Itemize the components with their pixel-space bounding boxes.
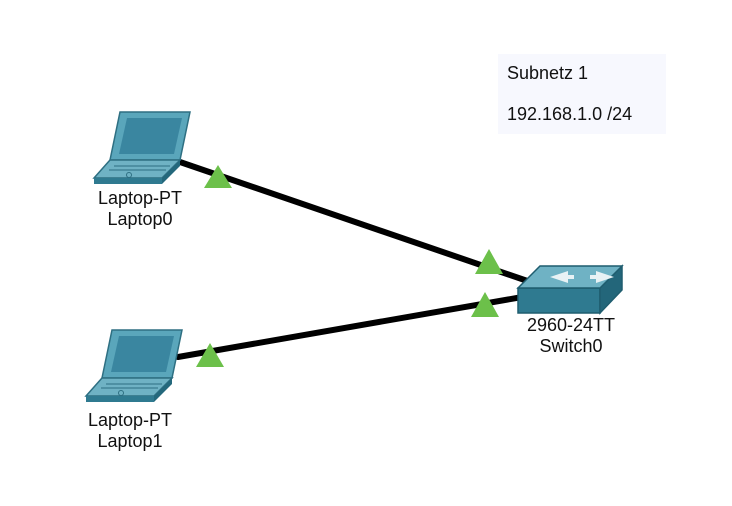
- link-up-indicator: [475, 249, 503, 274]
- link-up-indicator: [196, 343, 224, 367]
- laptop-icon[interactable]: [92, 111, 191, 184]
- subnet-note[interactable]: Subnetz 1 192.168.1.0 /24: [498, 54, 666, 134]
- cable-laptop1-switch0[interactable]: [175, 293, 531, 360]
- laptop-icon[interactable]: [84, 329, 183, 402]
- device-name: Laptop0: [107, 209, 173, 229]
- subnet-name: Subnetz 1: [507, 63, 589, 83]
- switch-icon[interactable]: [516, 264, 624, 315]
- device-model: Laptop-PT: [97, 188, 183, 208]
- switch0-label: 2960-24TT Switch0: [510, 315, 632, 357]
- laptop0-label: Laptop-PT Laptop0: [82, 188, 198, 230]
- device-name: Laptop1: [97, 431, 163, 451]
- device-model: Laptop-PT: [87, 410, 173, 430]
- laptop1-label: Laptop-PT Laptop1: [72, 410, 188, 452]
- device-model: 2960-24TT: [526, 315, 616, 335]
- subnet-address: 192.168.1.0 /24: [507, 104, 633, 124]
- link-up-indicator: [471, 292, 499, 317]
- device-name: Switch0: [539, 336, 603, 356]
- link-up-indicator: [204, 165, 232, 188]
